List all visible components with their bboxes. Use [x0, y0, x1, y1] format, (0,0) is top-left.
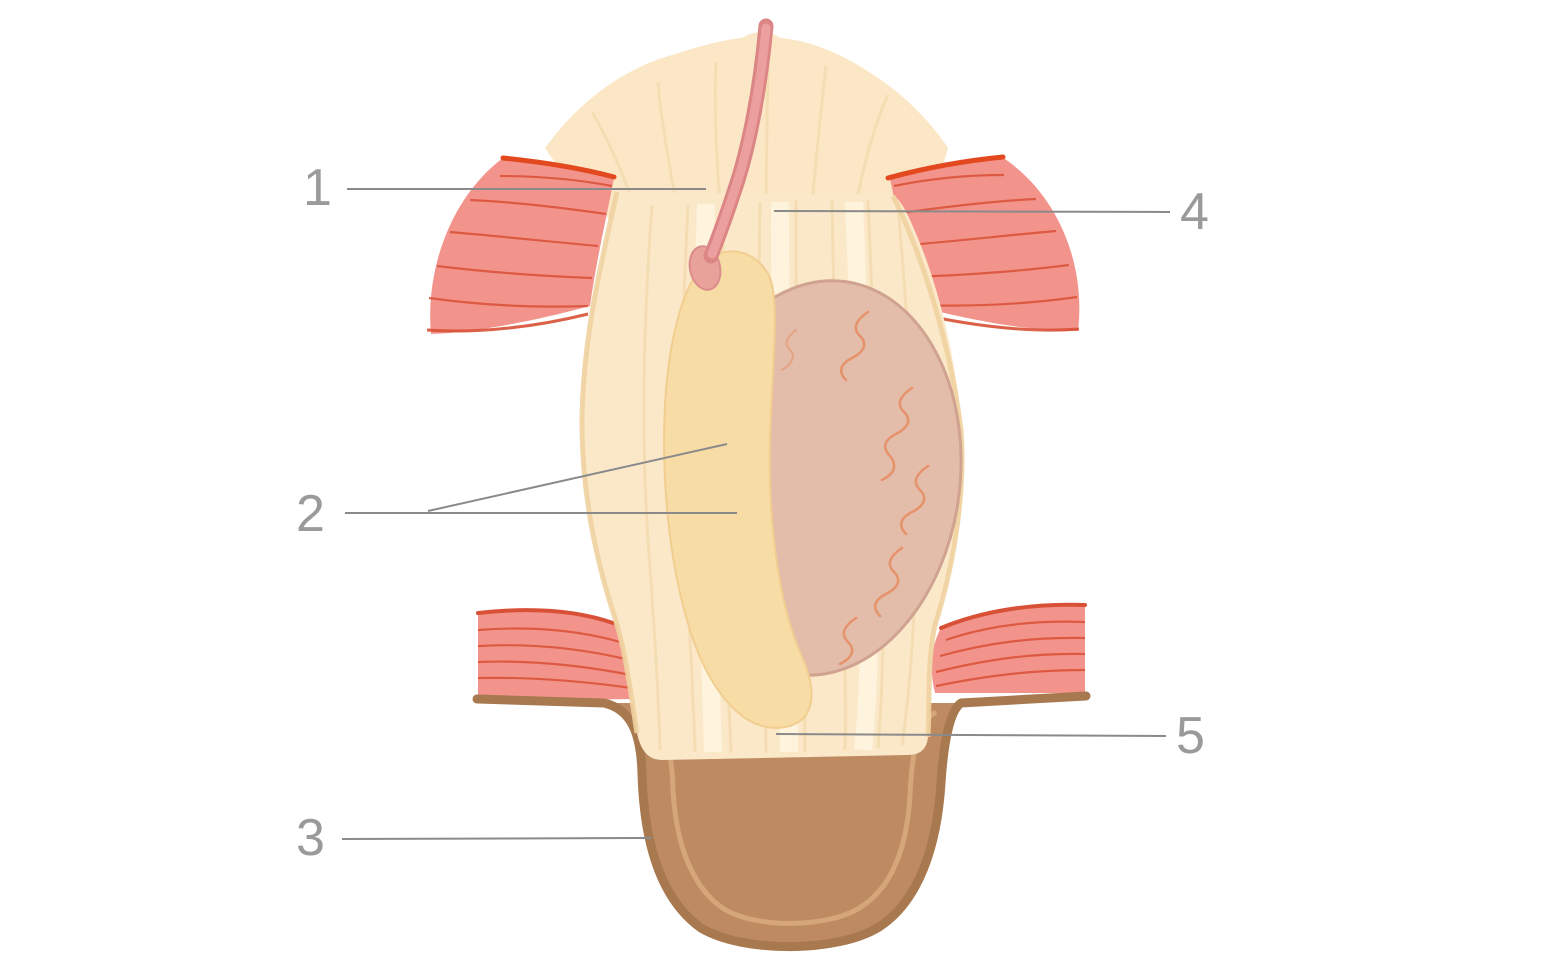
lower-muscle-left — [476, 608, 647, 701]
omentum-lobe — [663, 250, 813, 729]
leader-line-5 — [775, 733, 1167, 737]
figure-label-1: 1 — [303, 159, 332, 217]
upper-muscle-left — [426, 155, 617, 334]
leader-line-3 — [341, 837, 653, 840]
skin-pouch — [472, 691, 1091, 952]
figure-label-3: 3 — [296, 809, 325, 867]
leader-line-4 — [773, 210, 1171, 213]
leader-lines — [341, 188, 1171, 840]
figure-label-2: 2 — [296, 485, 325, 543]
figure-label-4: 4 — [1180, 183, 1209, 241]
duct-vessel — [688, 18, 774, 291]
lower-muscle-right — [931, 602, 1087, 693]
leader-line-2b — [427, 443, 728, 512]
figure-label-5: 5 — [1176, 707, 1205, 765]
